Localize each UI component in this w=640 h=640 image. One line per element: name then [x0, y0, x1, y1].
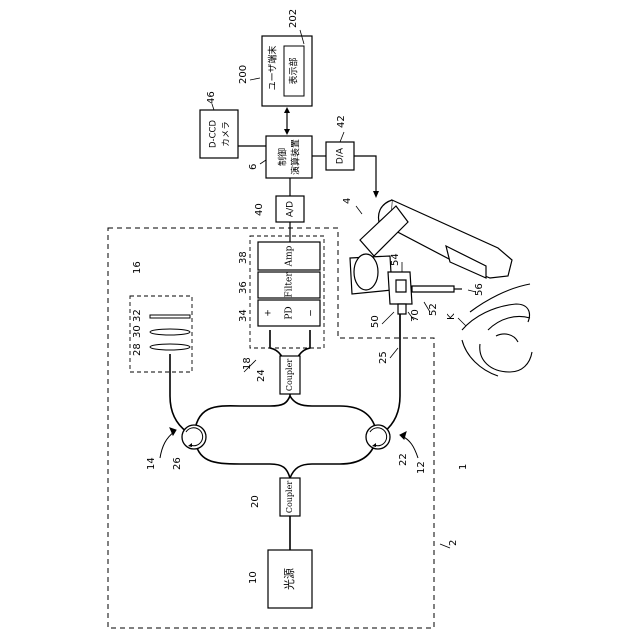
label-42: 42 [336, 115, 347, 128]
camera-label-2: カメラ [222, 121, 232, 147]
label-16: 16 [132, 261, 143, 274]
filter-label: Filter [285, 272, 295, 298]
terminal-controller-arrow [284, 107, 290, 135]
coupler-detect-box: Coupler [280, 356, 300, 394]
ad-box: A/D [276, 196, 304, 222]
terminal-label: ユーザ端末 [267, 46, 279, 91]
display-label: 表示部 [288, 57, 300, 84]
label-36: 36 [238, 281, 249, 294]
label-50: 50 [370, 315, 381, 328]
pd-plus: + [264, 309, 274, 317]
da-label: D/A [336, 147, 346, 164]
camera-box: D-CCD カメラ [200, 110, 238, 158]
label-12: 12 [416, 461, 427, 474]
label-70: 70 [410, 309, 421, 322]
label-200: 200 [238, 65, 249, 84]
label-28: 28 [132, 343, 143, 356]
controller-box: 制御 演算装置 [266, 136, 312, 178]
controller-label-1: 制御 [277, 148, 289, 166]
coupler-detect-label: Coupler [285, 359, 294, 392]
terminal-box: ユーザ端末 表示部 [262, 36, 312, 106]
amp-label: Amp [285, 245, 295, 267]
label-1: 1 [458, 464, 469, 470]
label-54: 54 [390, 253, 401, 266]
label-52: 52 [428, 303, 439, 316]
label-24: 24 [256, 369, 267, 382]
coupler-main-box: Coupler [280, 478, 300, 516]
da-to-robot-arrow [354, 156, 379, 198]
label-2: 2 [448, 540, 459, 546]
label-K: K [446, 313, 457, 320]
label-6: 6 [248, 164, 259, 170]
pd-label: PD [285, 306, 295, 319]
da-box: D/A [326, 142, 354, 170]
circulator-22 [366, 425, 390, 449]
label-22: 22 [398, 453, 409, 466]
circulator-26 [182, 425, 206, 449]
label-40: 40 [254, 203, 265, 216]
label-26: 26 [172, 457, 183, 470]
light-source-label: 光源 [282, 568, 296, 590]
reference-optics [150, 315, 190, 350]
light-source-box: 光源 [268, 550, 312, 608]
label-56: 56 [474, 283, 485, 296]
camera-label-1: D-CCD [209, 120, 219, 148]
label-10: 10 [248, 571, 259, 584]
label-32: 32 [132, 309, 143, 322]
label-20: 20 [250, 495, 261, 508]
pd-minus: − [307, 309, 317, 317]
label-4: 4 [342, 198, 353, 204]
label-30: 30 [132, 325, 143, 338]
coupler-main-label: Coupler [285, 481, 294, 514]
pd-box: PD + − [258, 300, 320, 326]
label-34: 34 [238, 309, 249, 322]
controller-label-2: 演算装置 [290, 139, 302, 175]
target-knee [462, 284, 532, 376]
label-25: 25 [378, 351, 389, 364]
amp-box: Amp [258, 242, 320, 270]
label-202: 202 [288, 9, 299, 28]
robot-arm [350, 200, 512, 314]
label-14: 14 [146, 457, 157, 470]
label-46: 46 [206, 91, 217, 104]
filter-box: Filter [258, 272, 320, 298]
label-38: 38 [238, 251, 249, 264]
ad-label: A/D [286, 201, 296, 217]
